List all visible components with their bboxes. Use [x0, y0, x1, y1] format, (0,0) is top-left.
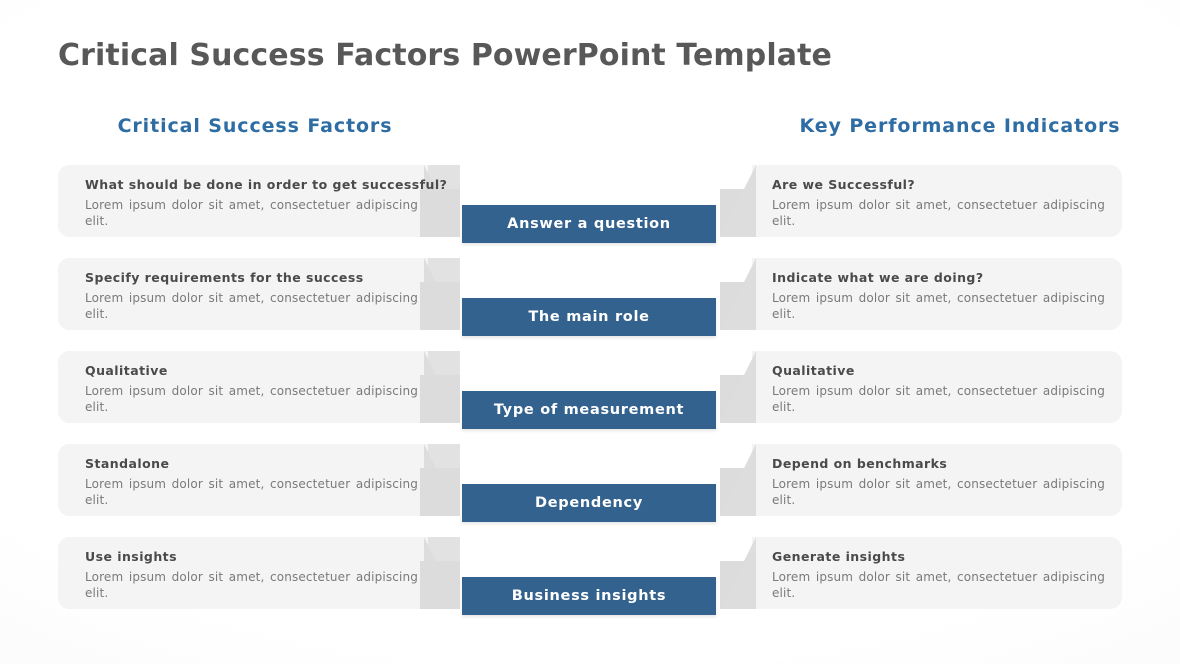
- kpi-panel-wedge-icon: [720, 258, 756, 330]
- csf-panel-body: Lorem ipsum dolor sit amet, consectetuer…: [85, 198, 418, 228]
- csf-panel-text: What should be done in order to get succ…: [85, 177, 448, 229]
- center-label-bar[interactable]: Dependency: [462, 484, 716, 522]
- comparison-row: Standalone Lorem ipsum dolor sit amet, c…: [0, 444, 1180, 536]
- csf-panel-face: [58, 165, 428, 237]
- kpi-panel-face: [752, 351, 1122, 423]
- kpi-panel-face: [752, 165, 1122, 237]
- kpi-panel-title: Generate insights: [772, 549, 906, 564]
- kpi-panel[interactable]: Qualitative Lorem ipsum dolor sit amet, …: [720, 351, 1122, 423]
- funnel-shoulder-left: [420, 375, 460, 423]
- column-heading-right: Key Performance Indicators: [799, 115, 1121, 137]
- column-heading-left: Critical Success Factors: [117, 115, 393, 137]
- center-label-bar[interactable]: Answer a question: [462, 205, 716, 243]
- csf-panel[interactable]: What should be done in order to get succ…: [58, 165, 460, 237]
- csf-panel-text: Qualitative Lorem ipsum dolor sit amet, …: [85, 363, 425, 415]
- kpi-panel-wedge-icon: [720, 537, 756, 609]
- kpi-panel-title: Qualitative: [772, 363, 855, 378]
- kpi-panel-text: Depend on benchmarks Lorem ipsum dolor s…: [772, 456, 1112, 508]
- center-label-text: Type of measurement: [493, 402, 685, 418]
- kpi-panel-body: Lorem ipsum dolor sit amet, consectetuer…: [772, 291, 1105, 321]
- kpi-panel-text: Indicate what we are doing? Lorem ipsum …: [772, 270, 1112, 322]
- kpi-panel-title: Depend on benchmarks: [772, 456, 948, 471]
- kpi-panel-text: Are we Successful? Lorem ipsum dolor sit…: [772, 177, 1112, 229]
- funnel-shoulder-left: [420, 189, 460, 237]
- csf-panel-text: Standalone Lorem ipsum dolor sit amet, c…: [85, 456, 425, 508]
- kpi-panel-body: Lorem ipsum dolor sit amet, consectetuer…: [772, 384, 1105, 414]
- kpi-panel-wedge-icon: [720, 444, 756, 516]
- csf-panel-title: Specify requirements for the success: [85, 270, 364, 285]
- kpi-panel[interactable]: Indicate what we are doing? Lorem ipsum …: [720, 258, 1122, 330]
- kpi-panel[interactable]: Generate insights Lorem ipsum dolor sit …: [720, 537, 1122, 609]
- center-label-text: Answer a question: [507, 216, 671, 232]
- center-label-text: Dependency: [535, 495, 643, 511]
- csf-panel-body: Lorem ipsum dolor sit amet, consectetuer…: [85, 384, 418, 414]
- kpi-panel-text: Generate insights Lorem ipsum dolor sit …: [772, 549, 1112, 601]
- csf-panel-title: Use insights: [85, 549, 177, 564]
- csf-panel-text: Specify requirements for the success Lor…: [85, 270, 425, 322]
- comparison-row: What should be done in order to get succ…: [0, 165, 1180, 257]
- kpi-panel-body: Lorem ipsum dolor sit amet, consectetuer…: [772, 570, 1105, 600]
- csf-panel-body: Lorem ipsum dolor sit amet, consectetuer…: [85, 570, 418, 600]
- kpi-panel-title: Indicate what we are doing?: [772, 270, 984, 285]
- kpi-panel-title: Are we Successful?: [772, 177, 916, 192]
- csf-panel-face: [58, 351, 428, 423]
- center-label-bar[interactable]: Business insights: [462, 577, 716, 615]
- csf-panel-face: [58, 444, 428, 516]
- csf-panel[interactable]: Specify requirements for the success Lor…: [58, 258, 460, 330]
- kpi-panel-face: [752, 258, 1122, 330]
- csf-panel-title: Standalone: [85, 456, 170, 471]
- kpi-panel-body: Lorem ipsum dolor sit amet, consectetuer…: [772, 477, 1105, 507]
- kpi-panel[interactable]: Are we Successful? Lorem ipsum dolor sit…: [720, 165, 1122, 237]
- kpi-panel-body: Lorem ipsum dolor sit amet, consectetuer…: [772, 198, 1105, 228]
- comparison-row: Use insights Lorem ipsum dolor sit amet,…: [0, 537, 1180, 629]
- funnel-shoulder-left: [420, 282, 460, 330]
- csf-panel[interactable]: Standalone Lorem ipsum dolor sit amet, c…: [58, 444, 460, 516]
- csf-panel-body: Lorem ipsum dolor sit amet, consectetuer…: [85, 291, 418, 321]
- csf-panel-title: Qualitative: [85, 363, 168, 378]
- csf-panel-face: [58, 537, 428, 609]
- kpi-panel-face: [752, 537, 1122, 609]
- kpi-panel[interactable]: Depend on benchmarks Lorem ipsum dolor s…: [720, 444, 1122, 516]
- comparison-row: Qualitative Lorem ipsum dolor sit amet, …: [0, 351, 1180, 443]
- center-label-text: Business insights: [511, 588, 667, 604]
- page-title: Critical Success Factors PowerPoint Temp…: [58, 38, 832, 73]
- center-label-bar[interactable]: Type of measurement: [462, 391, 716, 429]
- kpi-panel-wedge-icon: [720, 351, 756, 423]
- csf-panel[interactable]: Qualitative Lorem ipsum dolor sit amet, …: [58, 351, 460, 423]
- center-label-bar[interactable]: The main role: [462, 298, 716, 336]
- csf-panel[interactable]: Use insights Lorem ipsum dolor sit amet,…: [58, 537, 460, 609]
- kpi-panel-wedge-icon: [720, 165, 756, 237]
- kpi-panel-text: Qualitative Lorem ipsum dolor sit amet, …: [772, 363, 1112, 415]
- csf-panel-face: [58, 258, 428, 330]
- csf-panel-title: What should be done in order to get succ…: [85, 177, 448, 192]
- kpi-panel-face: [752, 444, 1122, 516]
- funnel-shoulder-left: [420, 468, 460, 516]
- center-label-text: The main role: [528, 309, 650, 325]
- csf-panel-text: Use insights Lorem ipsum dolor sit amet,…: [85, 549, 425, 601]
- funnel-shoulder-left: [420, 561, 460, 609]
- comparison-row: Specify requirements for the success Lor…: [0, 258, 1180, 350]
- csf-panel-body: Lorem ipsum dolor sit amet, consectetuer…: [85, 477, 418, 507]
